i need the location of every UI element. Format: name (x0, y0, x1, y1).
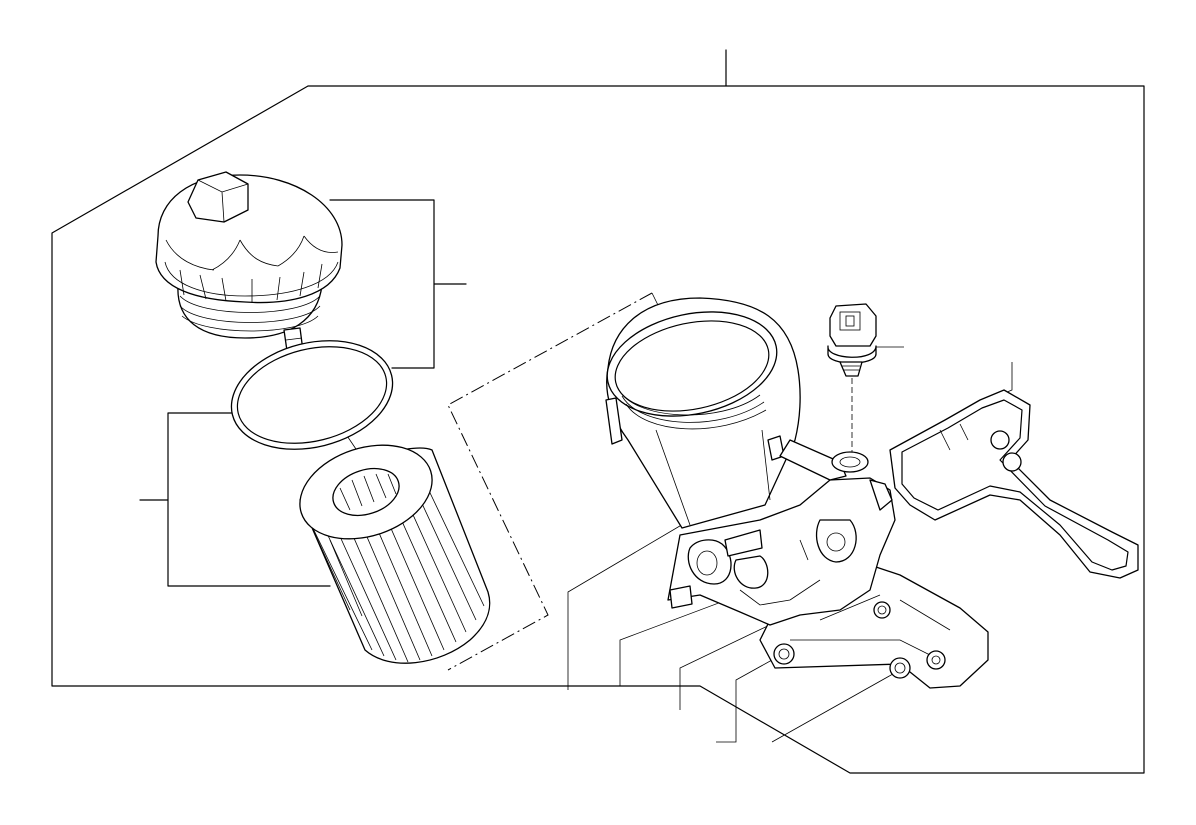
cap-bracket-line (329, 199, 467, 369)
o-ring-icon (230, 340, 394, 450)
assembly-frame-line (51, 49, 1145, 774)
leader-gasket (999, 362, 1013, 396)
leader-5 (771, 669, 901, 743)
housing-gasket-icon (889, 389, 1139, 579)
oil-filter-housing-icon (605, 297, 989, 689)
leader-3 (679, 619, 781, 710)
housing-explode-line (447, 292, 653, 671)
oil-filter-element-icon (299, 444, 491, 664)
leader-1 (567, 519, 691, 690)
filter-bracket-line (139, 412, 331, 587)
oil-filter-cap-icon (155, 171, 343, 381)
oil-pressure-switch-icon (827, 303, 877, 377)
leader-4 (716, 649, 791, 743)
